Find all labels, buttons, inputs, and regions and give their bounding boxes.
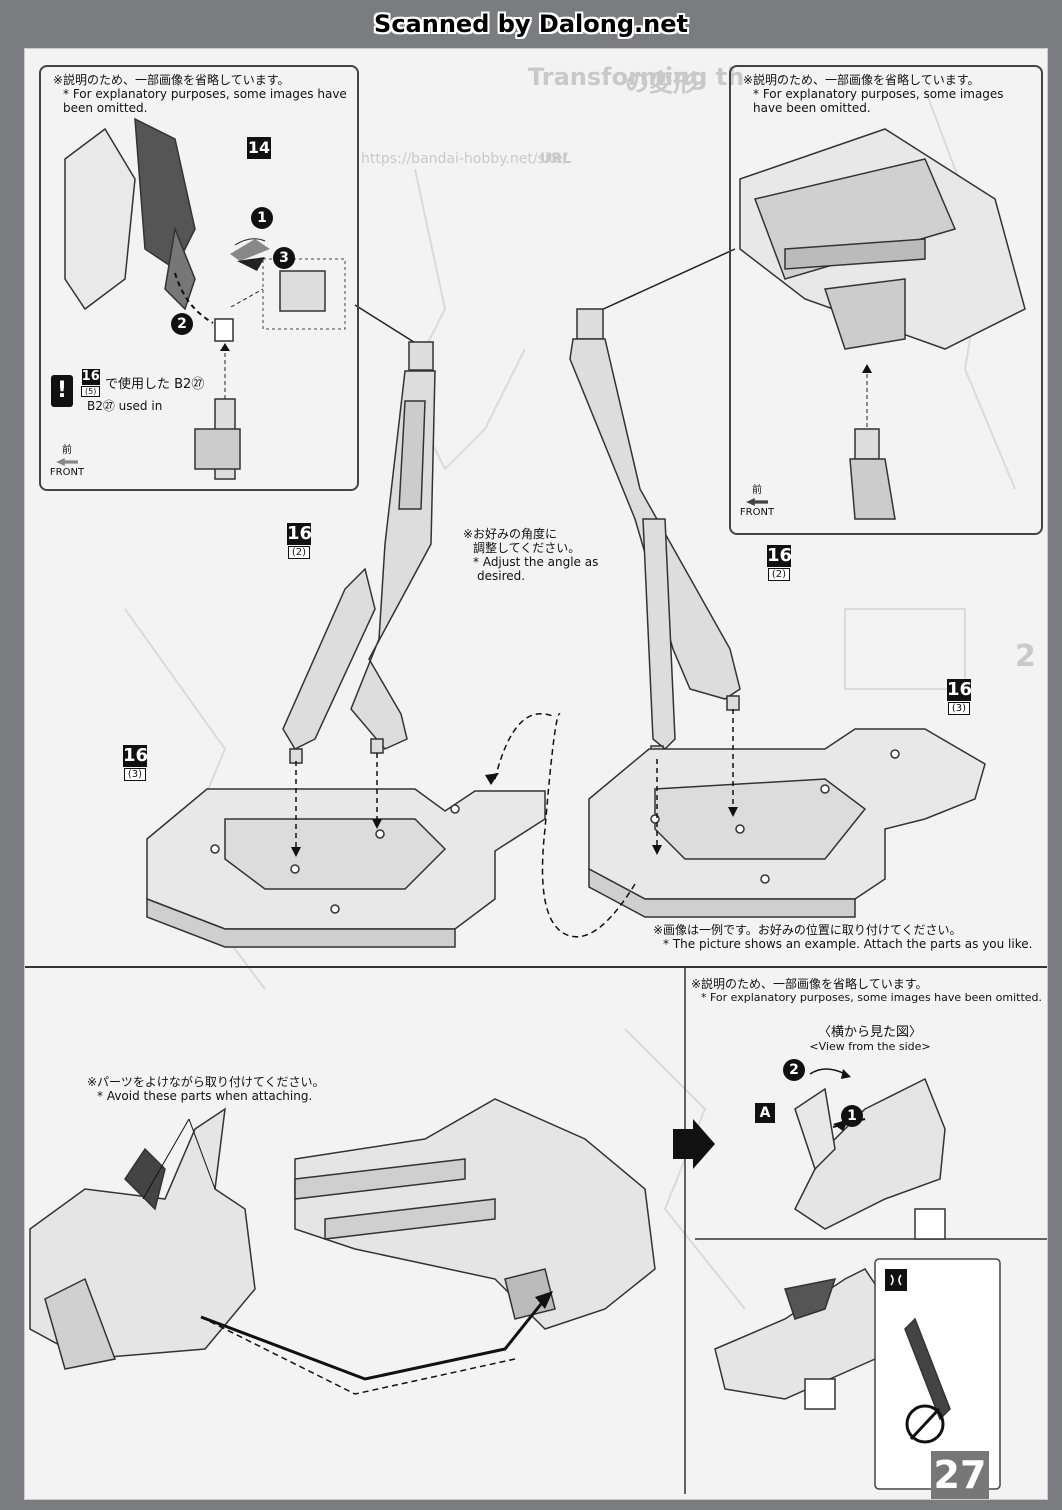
caution-part-ref: 16 (5) xyxy=(81,369,101,397)
caution-text-jp: で使用した B2㉗ xyxy=(105,377,205,392)
weapon-mount-illustration xyxy=(739,128,1026,520)
bleed-url: https://bandai-hobby.net/site/ xyxy=(361,151,568,167)
manual-page: Transforming th の変形 URL https://bandai-h… xyxy=(24,48,1048,1500)
stand-base-right-part-label: 16 (3) xyxy=(947,679,973,715)
left-top-panel: ※説明のため、一部画像を省略しています。 * For explanatory p… xyxy=(39,65,359,491)
assembly-illustrations xyxy=(25,88,1047,1494)
side-view-caption: 〈横から見た図〉 <View from the side> xyxy=(809,1025,931,1053)
caution-text-en: B2㉗ used in xyxy=(87,399,163,413)
right-top-panel: ※説明のため、一部画像を省略しています。 * For explanatory p… xyxy=(729,65,1043,535)
side-substep-1-badge: 1 xyxy=(841,1105,863,1127)
bleed-title-jp: の変形 xyxy=(625,69,697,97)
bleed-page-label: 2 xyxy=(1015,639,1036,674)
substep-1-badge: 1 xyxy=(251,207,273,229)
arm-illustration xyxy=(64,117,326,480)
substep-2-badge: 2 xyxy=(171,313,193,335)
step-number-14: 14 xyxy=(247,137,271,159)
stand-arm-left-part-label: 16 (2) xyxy=(287,523,313,559)
bleed-url-label: URL xyxy=(540,151,572,167)
substep-3-badge: 3 xyxy=(273,247,295,269)
page-number: 27 xyxy=(931,1451,989,1499)
robot-head-illustration xyxy=(29,1107,256,1370)
front-indicator-right: 前 FRONT xyxy=(739,485,775,518)
leader-line-left xyxy=(354,304,418,345)
stand-base-left xyxy=(146,788,546,948)
part-a-label: A xyxy=(755,1103,775,1123)
scanner-credit: Scanned by Dalong.net xyxy=(374,10,688,38)
angle-adjust-note: ※お好みの角度に 調整してください。 * Adjust the angle as… xyxy=(463,527,599,583)
front-arrow-icon xyxy=(746,498,768,506)
big-right-arrow xyxy=(673,1119,715,1169)
front-arrow-icon xyxy=(56,458,78,466)
example-note: ※画像は一例です。お好みの位置に取り付けてください。 * The picture… xyxy=(653,923,1033,951)
front-indicator-left: 前 FRONT xyxy=(49,445,85,478)
omit-note-right: ※説明のため、一部画像を省略しています。 * For explanatory p… xyxy=(743,73,1004,115)
omit-note-bottom-right: ※説明のため、一部画像を省略しています。 * For explanatory p… xyxy=(691,977,1043,1004)
bleed-title-en: Transforming th xyxy=(528,63,745,91)
stand-arm-left xyxy=(282,341,436,764)
scanner-header: Scanned by Dalong.net xyxy=(0,0,1062,48)
side-view-head-illustration xyxy=(794,1077,946,1240)
stand-base-left-part-label: 16 (3) xyxy=(123,745,149,781)
leader-line-right xyxy=(598,248,736,312)
side-substep-2-badge: 2 xyxy=(783,1059,805,1081)
omit-note-left: ※説明のため、一部画像を省略しています。 * For explanatory p… xyxy=(53,73,347,115)
weapon-assembly-illustration xyxy=(294,1098,656,1330)
side-view-head-assembled xyxy=(714,1268,886,1410)
avoid-parts-note: ※パーツをよけながら取り付けてください。 * Avoid these parts… xyxy=(87,1075,325,1103)
caution-icon: ! xyxy=(51,375,73,407)
stand-arm-right-part-label: 16 (2) xyxy=(767,545,793,581)
stand-base-right xyxy=(588,728,986,918)
stand-arm-right xyxy=(569,308,741,761)
